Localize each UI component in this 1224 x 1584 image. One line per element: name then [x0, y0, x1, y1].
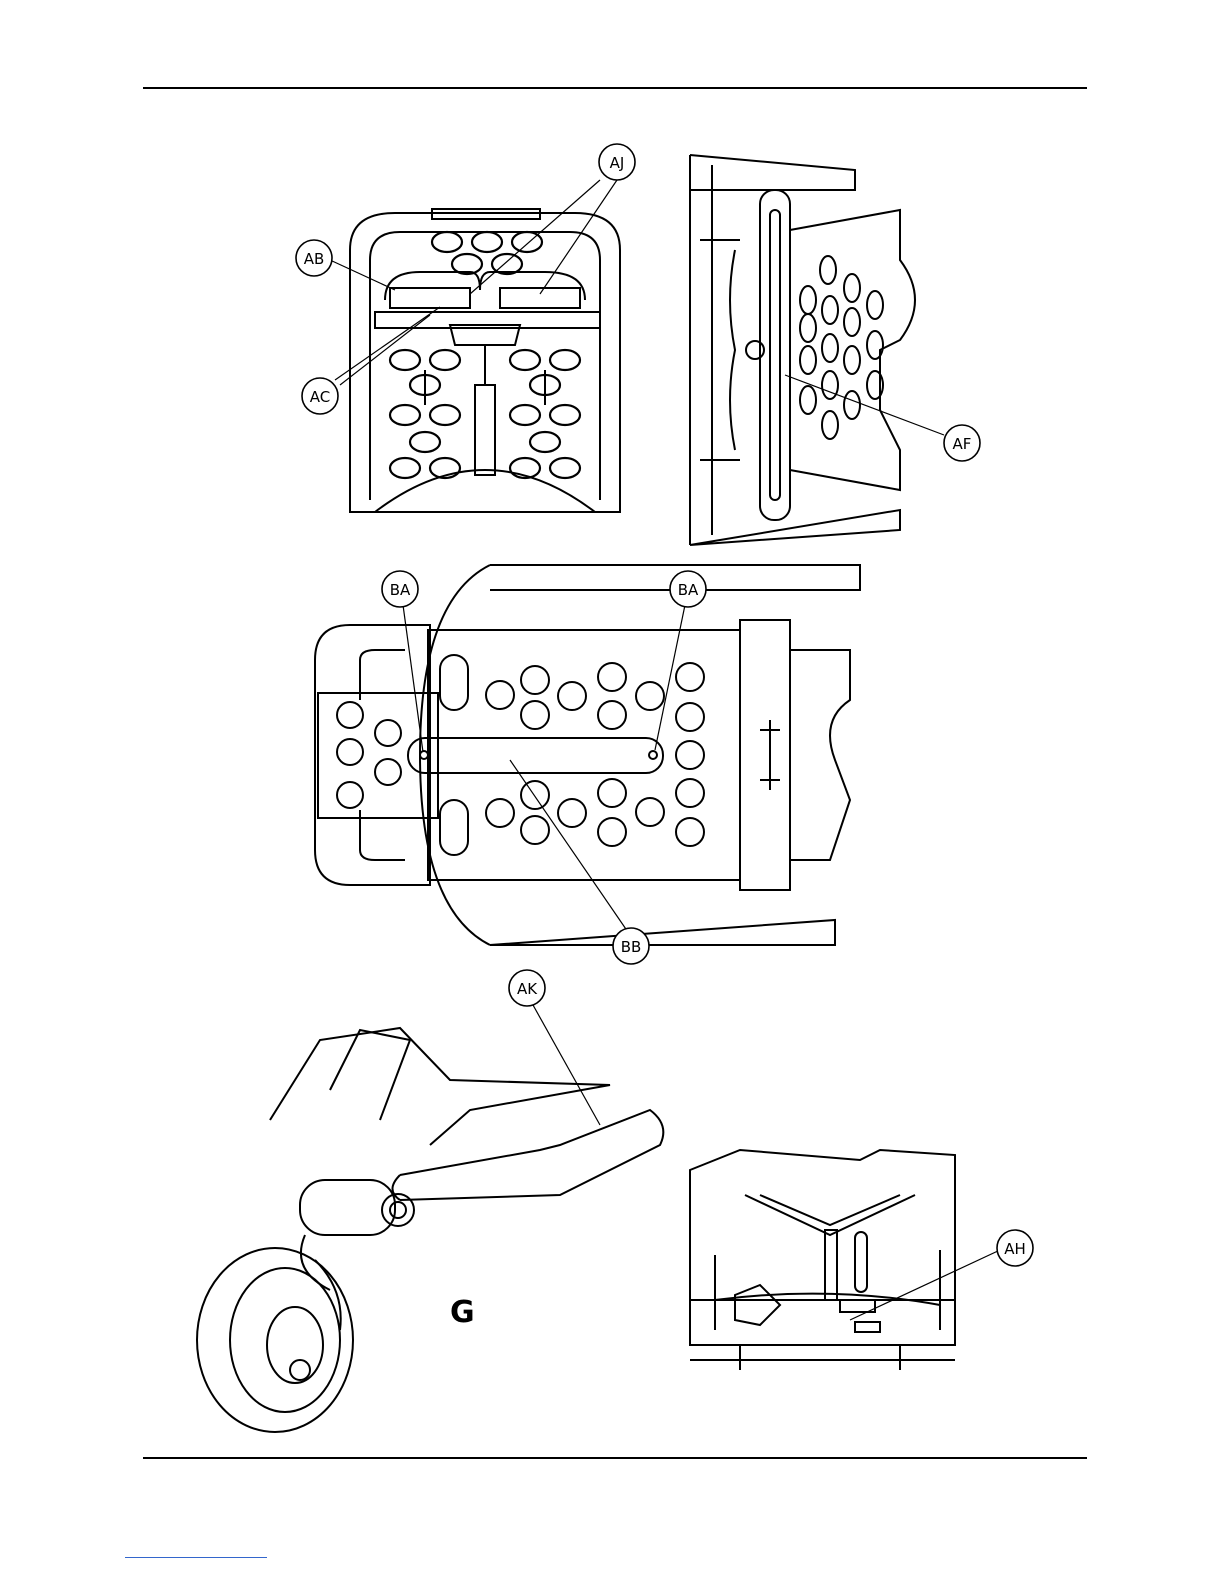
- callout-ac: AC: [302, 378, 338, 414]
- side-frame-holes: [800, 256, 883, 439]
- callout-ak: AK: [509, 970, 545, 1006]
- view-seat-plate: [315, 565, 860, 945]
- svg-text:BA: BA: [678, 581, 699, 599]
- callout-ba-left: BA: [382, 571, 418, 607]
- svg-text:AB: AB: [304, 250, 325, 268]
- view-side-frame: [690, 155, 915, 545]
- svg-text:AK: AK: [517, 980, 538, 998]
- view-seat-back: [350, 209, 620, 512]
- svg-text:AC: AC: [310, 388, 330, 406]
- svg-text:AH: AH: [1004, 1240, 1026, 1258]
- svg-text:AJ: AJ: [610, 154, 625, 172]
- callout-ab: AB: [296, 240, 332, 276]
- callout-aj: AJ: [599, 144, 635, 180]
- svg-text:BA: BA: [390, 581, 411, 599]
- svg-text:BB: BB: [621, 938, 642, 956]
- view-frame-underside: [690, 1150, 955, 1370]
- view-caster-wheel: [197, 1028, 663, 1432]
- callout-bb: BB: [613, 928, 649, 964]
- svg-text:AF: AF: [953, 435, 972, 453]
- callout-ba-right: BA: [670, 571, 706, 607]
- callout-ah: AH: [997, 1230, 1033, 1266]
- callout-af: AF: [944, 425, 980, 461]
- figure-label: G: [450, 1295, 475, 1330]
